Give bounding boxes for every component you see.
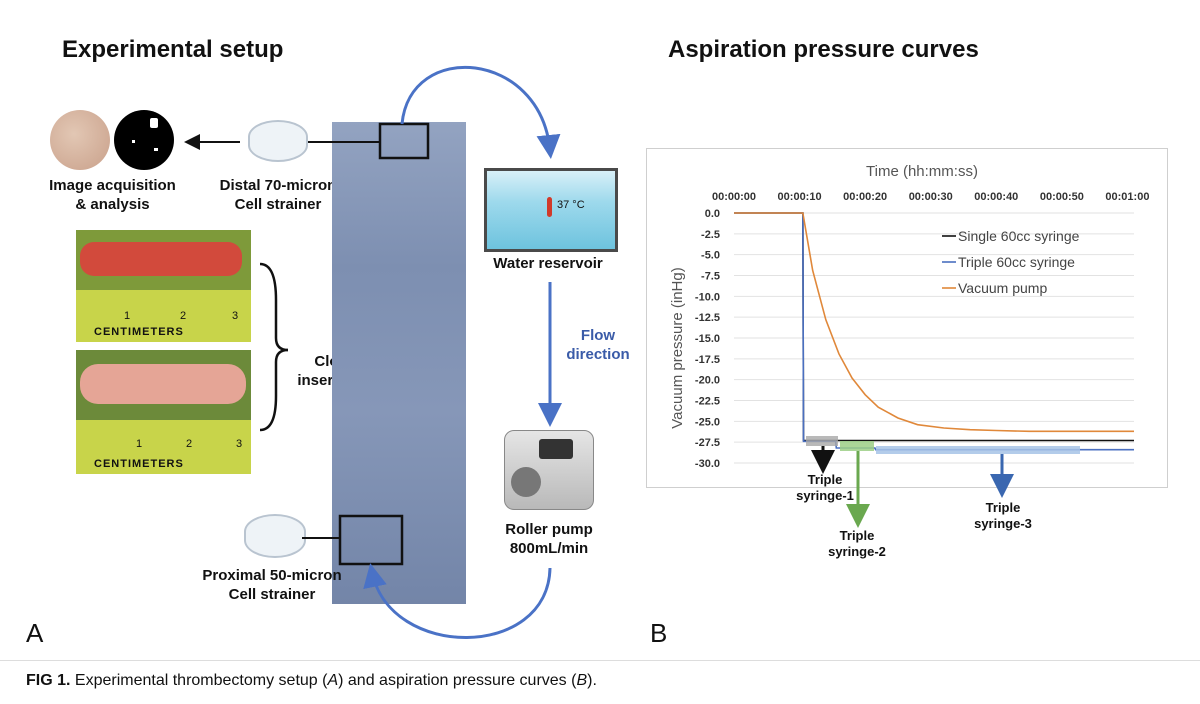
ruler-tick-2: 2: [180, 310, 187, 322]
binary-image-photo: [114, 110, 174, 170]
panel-b-letter: B: [650, 618, 668, 648]
distal-strainer-icon: [248, 120, 308, 162]
distal-strainer-label: Distal 70-micron: [219, 177, 337, 194]
proximal-strainer-label-2: Cell strainer: [228, 586, 316, 603]
water-reservoir-icon: 37 °C: [484, 168, 618, 252]
legend-entry: Single 60cc syringe: [958, 228, 1080, 244]
triple-syringe-3-label: Triple: [985, 500, 1021, 515]
y-tick-label: -15.0: [695, 333, 720, 345]
ruler-tick-3: 3: [232, 310, 239, 322]
triple-syringe-1-label: Triple: [807, 472, 843, 487]
triple-syringe-2-label-2: syringe-2: [828, 544, 886, 559]
y-tick-label: -2.5: [701, 229, 720, 241]
ruler-tick-1: 1: [124, 310, 131, 322]
y-tick-label: -20.0: [695, 375, 720, 387]
clot-photo-bottom: CENTIMETERS 1 2 3: [76, 350, 251, 474]
panel-a-title: Experimental setup: [62, 36, 284, 63]
caption-text-3: ).: [587, 672, 597, 689]
flow-arrow-bottom: [363, 563, 552, 639]
caption-fig-number: FIG 1.: [26, 672, 71, 689]
triple-syringe-1-label-2: syringe-1: [796, 488, 854, 503]
caption-text-2: ) and aspiration pressure curves (: [338, 672, 577, 689]
y-tick-label: -17.5: [695, 354, 720, 366]
roller-pump-rate-label: 800mL/min: [509, 540, 589, 557]
y-tick-label: -5.0: [701, 250, 720, 262]
y-tick-label: -25.0: [695, 416, 720, 428]
x-tick-label: 00:00:40: [974, 191, 1018, 203]
y-tick-label: -10.0: [695, 291, 720, 303]
legend-entry: Triple 60cc syringe: [958, 254, 1075, 270]
series-line: [734, 212, 1134, 433]
flow-direction-label-2: direction: [566, 346, 630, 363]
vascular-model-photo: [332, 122, 466, 604]
x-tick-label: 00:01:00: [1105, 191, 1149, 203]
proximal-highlight-box: [338, 514, 404, 566]
proximal-strainer-icon: [244, 514, 306, 558]
y-tick-label: 0.0: [705, 208, 720, 220]
y-tick-label: -22.5: [695, 396, 720, 408]
ruler-tick-2b: 2: [186, 438, 193, 450]
y-tick-label: -27.5: [695, 437, 720, 449]
y-axis-label: Vacuum pressure (inHg): [669, 267, 686, 428]
water-reservoir-label: Water reservoir: [493, 255, 603, 272]
syringe-annotations: [806, 436, 1080, 528]
y-tick-label: -7.5: [701, 271, 720, 283]
image-acquisition-label: Image acquisition: [49, 177, 176, 194]
ruler-tick-1b: 1: [136, 438, 143, 450]
proximal-strainer-label: Proximal 50-micron: [202, 567, 342, 584]
x-axis-label: Time (hh:mm:ss): [866, 163, 978, 180]
temperature-label: 37 °C: [557, 199, 585, 211]
y-tick-label: -30.0: [695, 458, 720, 470]
distal-strainer-label-2: Cell strainer: [234, 196, 322, 213]
ruler-label-top: CENTIMETERS: [94, 326, 184, 338]
clot-photo-top: CENTIMETERS 1 2 3: [76, 230, 251, 342]
aspiration-pressure-chart: 0.0 -2.5 -5.0 -7.5 -10.0 -12.5 -15.0 -17.5 -20.0…: [646, 148, 1168, 488]
ruler-label-bottom: CENTIMETERS: [94, 458, 184, 470]
x-tick-label: 00:00:30: [909, 191, 953, 203]
caption-text-1: Experimental thrombectomy setup (: [74, 672, 328, 689]
clot-image-photo: [50, 110, 110, 170]
panel-b-title: Aspiration pressure curves: [668, 36, 979, 63]
ruler-tick-3b: 3: [236, 438, 243, 450]
x-tick-label: 00:00:50: [1040, 191, 1084, 203]
x-tick-label: 00:00:10: [778, 191, 822, 203]
x-tick-label: 00:00:20: [843, 191, 887, 203]
legend-entry: Vacuum pump: [958, 280, 1047, 296]
roller-pump-label: Roller pump: [505, 521, 593, 538]
triple-syringe-2-label: Triple: [839, 528, 875, 543]
flow-direction-label: Flow: [580, 327, 616, 344]
figure-caption: FIG 1. Experimental thrombectomy setup (…: [26, 672, 597, 690]
x-tick-label: 00:00:00: [712, 191, 756, 203]
triple-syringe-3-label-2: syringe-3: [974, 516, 1032, 531]
panel-a-connectors: [184, 65, 562, 639]
thermometer-icon: [547, 197, 552, 217]
panel-a-letter: A: [26, 618, 44, 648]
y-tick-label: -12.5: [695, 312, 720, 324]
flow-arrow-top: [400, 65, 561, 159]
distal-highlight-box: [378, 122, 430, 160]
caption-b: B: [576, 672, 588, 689]
roller-pump-icon: [504, 430, 594, 510]
caption-a: A: [327, 672, 339, 689]
image-analysis-label: & analysis: [75, 196, 150, 213]
